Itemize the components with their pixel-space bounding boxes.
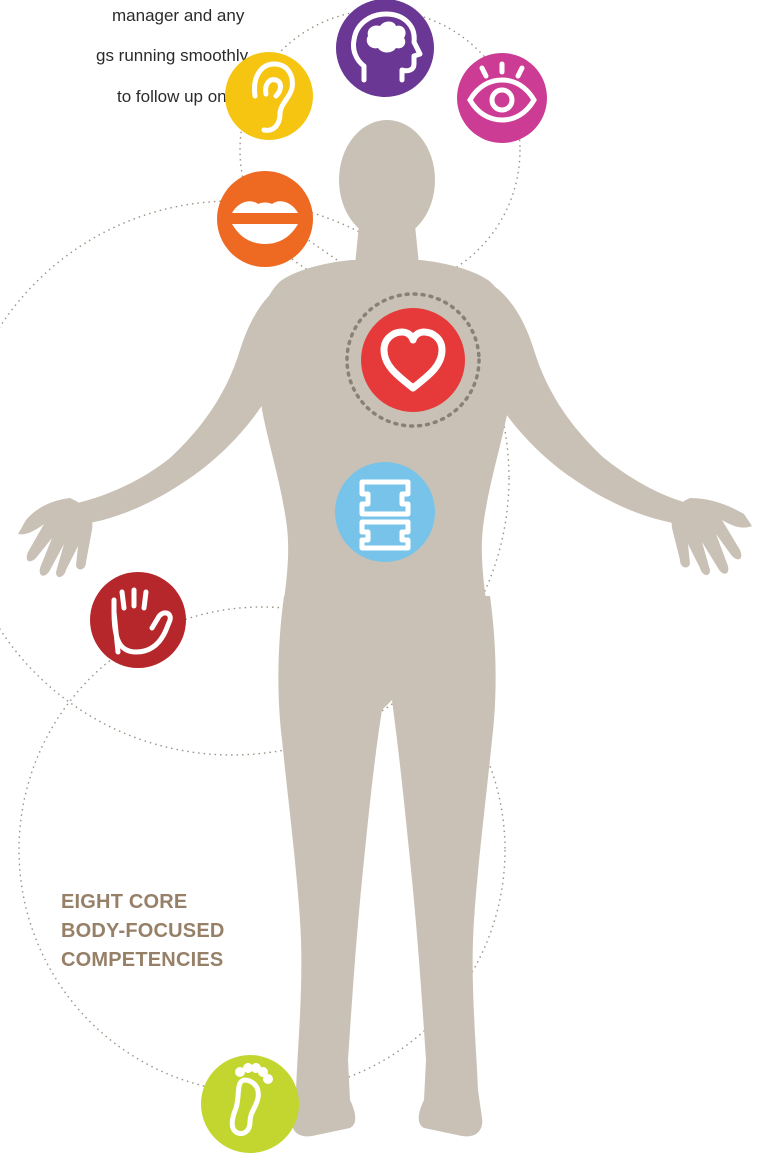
eye-icon xyxy=(467,61,537,123)
brain-icon xyxy=(351,11,423,83)
heading-line-2: BODY-FOCUSED xyxy=(61,920,225,942)
spine-icon xyxy=(359,479,411,551)
ear-icon xyxy=(251,61,295,133)
heart-icon xyxy=(380,328,446,392)
brain-badge xyxy=(336,0,434,97)
foot-icon xyxy=(229,1063,273,1137)
heading-line-1: EIGHT CORE xyxy=(61,891,188,913)
eye-badge xyxy=(457,53,547,143)
hand-badge xyxy=(90,572,186,668)
heart-badge xyxy=(345,292,481,428)
intro-line-3: to follow up on xyxy=(117,87,227,106)
foot-badge xyxy=(201,1055,299,1153)
mouth-icon xyxy=(232,201,298,244)
heart-dotted-ring xyxy=(345,292,481,428)
intro-line-1: manager and any xyxy=(112,6,245,25)
intro-line-2: gs running smoothly. xyxy=(96,46,252,65)
competencies-heading: EIGHT CORE BODY-FOCUSED COMPETENCIES xyxy=(61,888,225,975)
hand-icon xyxy=(111,587,173,655)
ear-badge xyxy=(225,52,313,140)
spine-badge xyxy=(335,462,435,562)
upper-connector-circle xyxy=(239,9,521,291)
lower-connector-circle xyxy=(18,606,506,1094)
mouth-badge xyxy=(217,171,313,267)
heading-line-3: COMPETENCIES xyxy=(61,949,224,971)
